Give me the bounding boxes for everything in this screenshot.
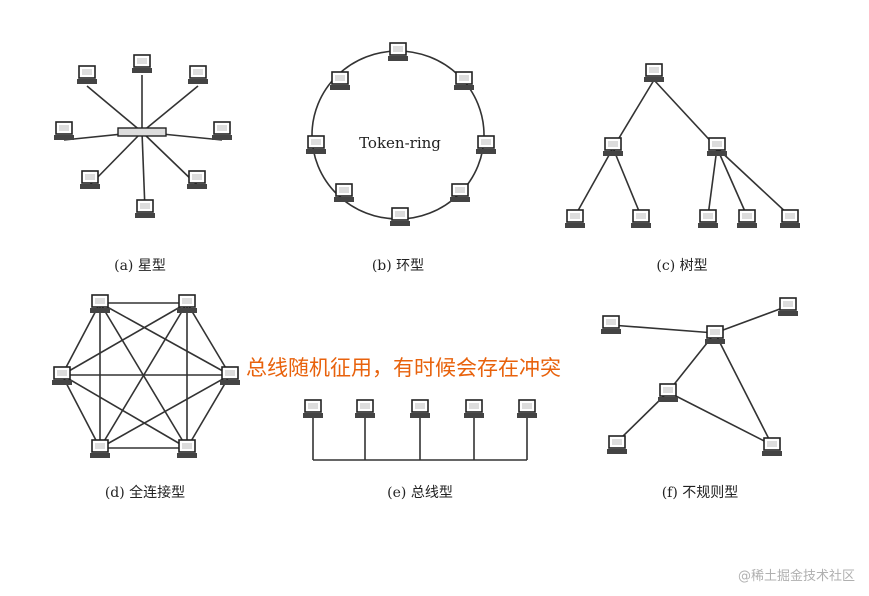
mesh-link [186,374,231,449]
computer-icon [186,170,208,190]
computer-icon [706,137,728,157]
computer-icon [187,65,209,85]
mesh-topology: (d) 全连接型 [51,294,241,501]
computer-icon [704,325,726,345]
panel-caption: (b) 环型 [372,258,424,274]
computer-icon [89,294,111,314]
computer-icon [630,209,652,229]
computer-icon [387,42,409,62]
watermark: @稀土掘金技术社区 [737,569,855,584]
computer-icon [79,170,101,190]
computer-icon [389,207,411,227]
mesh-link [61,302,101,376]
computer-icon [219,366,241,386]
computer-icon [777,297,799,317]
computer-icon [354,399,376,419]
mesh-link [99,374,231,449]
computer-icon [305,135,327,155]
mesh-link [186,302,231,376]
computer-icon [176,294,198,314]
mesh-links [61,302,231,449]
bus-topology: (e) 总线型 [302,399,538,501]
computer-icon [475,135,497,155]
mesh-link [61,374,101,449]
computer-icon [131,54,153,74]
computer-icon [211,121,233,141]
panel-caption: (f) 不规则型 [662,485,739,501]
computer-icon [463,399,485,419]
irregular-links [610,305,789,446]
computer-icon [134,199,156,219]
computer-icon [333,183,355,203]
panel-caption: (e) 总线型 [387,485,453,501]
panel-caption: (c) 树型 [656,258,707,274]
computer-icon [736,209,758,229]
tree-topology: (c) 树型 [564,63,801,274]
computer-icon [89,439,111,459]
ring-topology: Token-ring (b) 环型 [305,42,497,274]
tree-links [574,79,791,217]
annotation-text: 总线随机征用，有时候会存在冲突 [246,356,561,380]
computer-icon [657,383,679,403]
irregular-topology: (f) 不规则型 [600,297,799,501]
computer-icon [761,437,783,457]
computer-icon [643,63,665,83]
computer-icon [53,121,75,141]
ring-center-label: Token-ring [359,134,441,152]
computer-icon [329,71,351,91]
computer-icon [51,366,73,386]
computer-icon [516,399,538,419]
computer-icon [453,71,475,91]
computer-icon [449,183,471,203]
computer-icon [697,209,719,229]
computer-icon [779,209,801,229]
panel-caption: (d) 全连接型 [105,484,185,501]
computer-icon [602,137,624,157]
computer-icon [606,435,628,455]
computer-icon [176,439,198,459]
mesh-link [61,302,188,376]
mesh-link [61,374,188,449]
star-topology: (a) 星型 [53,54,233,274]
computer-icon [564,209,586,229]
computer-icon [409,399,431,419]
computer-icon [76,65,98,85]
hub-icon [117,127,167,137]
computer-icon [600,315,622,335]
star-links [63,75,223,211]
panel-caption: (a) 星型 [114,258,166,274]
computer-icon [302,399,324,419]
